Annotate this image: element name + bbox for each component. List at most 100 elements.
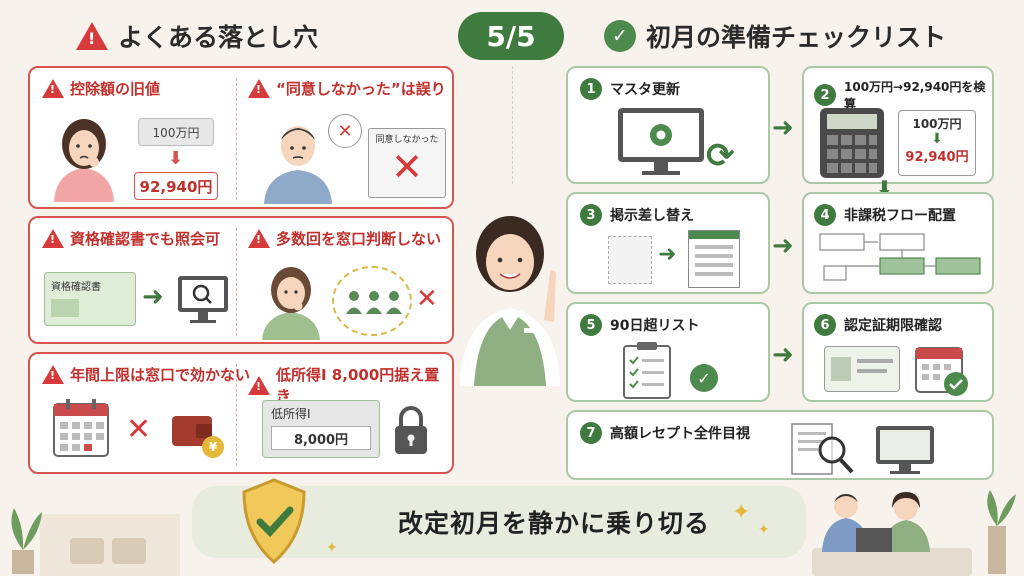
step-2-card: 2 100万円→92,940円を検算 100万円 ⬇ 92,940円: [802, 66, 994, 184]
from-value: 100万円: [912, 117, 962, 131]
step-2-title: 2 100万円→92,940円を検算: [814, 78, 992, 112]
step-6-card: 6 認定証期限確認: [802, 302, 994, 402]
x-mark-icon: ✕: [126, 412, 152, 447]
step-title-text: マスタ更新: [610, 82, 680, 98]
x-mark-icon: ✕: [337, 120, 353, 142]
worried-person-illustration: [44, 110, 124, 202]
step-7-title: 7 高額レセプト全件目視: [580, 422, 750, 444]
monitor-icon: [874, 424, 936, 478]
right-arrow-icon: ➜: [658, 242, 677, 267]
pitfall-title-text: 資格確認書でも照会可: [70, 230, 221, 248]
calculator-icon: [818, 106, 886, 180]
sparkle-icon: ✦: [758, 522, 770, 538]
step-number-badge: 4: [814, 204, 836, 226]
new-value-tag: 92,940円: [134, 172, 218, 200]
certificate-card-icon: [824, 346, 900, 392]
sparkle-icon: ✦: [732, 500, 751, 525]
check-circle-icon: ✓: [604, 20, 636, 52]
to-value: 92,940円: [905, 150, 969, 165]
flowchart-icon: [816, 230, 988, 292]
step-number-badge: 6: [814, 314, 836, 336]
pitfall-row-3: 年間上限は窓口で効かない ✕ ¥ 低所得Ⅰ 8,000円据え置き 低所得Ⅰ 8,…: [28, 352, 454, 474]
down-arrow-icon: ⬇: [931, 131, 943, 147]
flow-arrow-icon: ➜: [772, 340, 794, 370]
man-illustration: [256, 110, 340, 204]
sparkle-icon: ✦: [326, 540, 338, 556]
warning-icon: [42, 229, 64, 248]
step-number-badge: 7: [580, 422, 602, 444]
divider: [236, 78, 237, 200]
pitfall-2-title: “同意しなかった”は誤り: [248, 78, 446, 99]
warning-icon: [248, 79, 270, 98]
right-title-text: 初月の準備チェックリスト: [646, 23, 947, 52]
step-title-text: 掲示差し替え: [610, 208, 694, 224]
step-6-title: 6 認定証期限確認: [814, 314, 942, 336]
document-magnifier-icon: [790, 420, 860, 478]
clipboard-icon: [620, 340, 674, 400]
wallet-icon: [170, 408, 222, 458]
thinking-woman-illustration: [256, 260, 326, 340]
step-number-badge: 5: [580, 314, 602, 336]
monitor-search-icon: [176, 274, 230, 323]
pitfall-3-title: 資格確認書でも照会可: [42, 228, 220, 249]
divider: [236, 364, 237, 466]
step-5-title: 5 90日超リスト: [580, 314, 699, 336]
step-number-badge: 3: [580, 204, 602, 226]
calendar-icon: [52, 398, 110, 458]
center-divider: [512, 66, 513, 184]
left-section-title: よくある落とし穴: [76, 18, 318, 54]
check-circle-icon: ✓: [690, 364, 718, 392]
pitfall-title-text: 控除額の旧値: [70, 80, 161, 98]
qualification-card: 資格確認書: [44, 272, 136, 326]
new-notice-icon: [688, 230, 740, 288]
refresh-icon: ⟳: [706, 136, 735, 176]
x-mark-icon: ✕: [391, 145, 423, 189]
right-section-title: ✓ 初月の準備チェックリスト: [604, 18, 946, 54]
pitfall-title-text: 多数回を窓口判断しない: [276, 230, 442, 248]
warning-icon: [248, 375, 270, 395]
pitfall-5-title: 年間上限は窓口で効かない: [42, 364, 250, 385]
step-3-title: 3 掲示差し替え: [580, 204, 694, 226]
warning-icon: [42, 79, 64, 98]
bottom-message-text: 改定初月を静かに乗り切る: [397, 509, 710, 538]
pitfall-1-title: 控除額の旧値: [42, 78, 160, 99]
waiting-room-illustration: [0, 494, 180, 576]
step-1-title: 1 マスタ更新: [580, 78, 680, 100]
step-title-text: 認定証期限確認: [844, 318, 942, 334]
reception-staff-illustration: [812, 486, 1024, 576]
step-title-text: 高額レセプト全件目視: [610, 426, 750, 442]
low-income-field-card: 低所得Ⅰ 8,000円: [262, 400, 380, 458]
old-value-tag: 100万円: [138, 118, 214, 146]
pitfall-title-text: “同意しなかった”は誤り: [276, 80, 446, 98]
yen-coin-icon: ¥: [202, 436, 224, 458]
document-card: 同意しなかった ✕: [368, 128, 446, 198]
step-1-card: 1 マスタ更新 ⟳: [566, 66, 770, 184]
step-4-title: 4 非課税フロー配置: [814, 204, 956, 226]
staff-woman-illustration: [452, 190, 568, 386]
warning-icon: [76, 22, 108, 50]
pitfall-title-text: 年間上限は窓口で効かない: [70, 366, 251, 384]
speech-bubble: ✕: [328, 114, 362, 148]
card-label: 資格確認書: [51, 282, 101, 293]
flow-arrow-icon: ➜: [772, 113, 794, 143]
step-4-card: 4 非課税フロー配置: [802, 192, 994, 294]
x-mark-icon: ✕: [416, 284, 438, 314]
warning-icon: [42, 365, 64, 384]
left-title-text: よくある落とし穴: [118, 23, 319, 52]
step-title-text: 非課税フロー配置: [844, 208, 956, 224]
warning-icon: [248, 229, 270, 248]
card-label: 同意しなかった: [375, 135, 439, 145]
field-label: 低所得Ⅰ: [271, 407, 311, 421]
divider: [236, 228, 237, 336]
down-arrow-icon: ⬇: [168, 148, 184, 169]
right-arrow-icon: ➜: [142, 282, 164, 312]
step-title-text: 90日超リスト: [610, 318, 700, 334]
step-title-text: 100万円→92,940円を検算: [844, 80, 986, 111]
shield-check-icon: [238, 476, 310, 566]
padlock-icon: [392, 404, 430, 456]
pitfall-row-1: 控除額の旧値 100万円 ⬇ 92,940円 “同意しなかった”は誤り ✕ 同意…: [28, 66, 454, 209]
old-notice-icon: [608, 236, 652, 284]
pitfall-row-2: 資格確認書でも照会可 資格確認書 ➜ 多数回を窓口判断しない: [28, 216, 454, 344]
cycle-ring: [332, 266, 412, 336]
people-group-icon: [344, 288, 404, 314]
